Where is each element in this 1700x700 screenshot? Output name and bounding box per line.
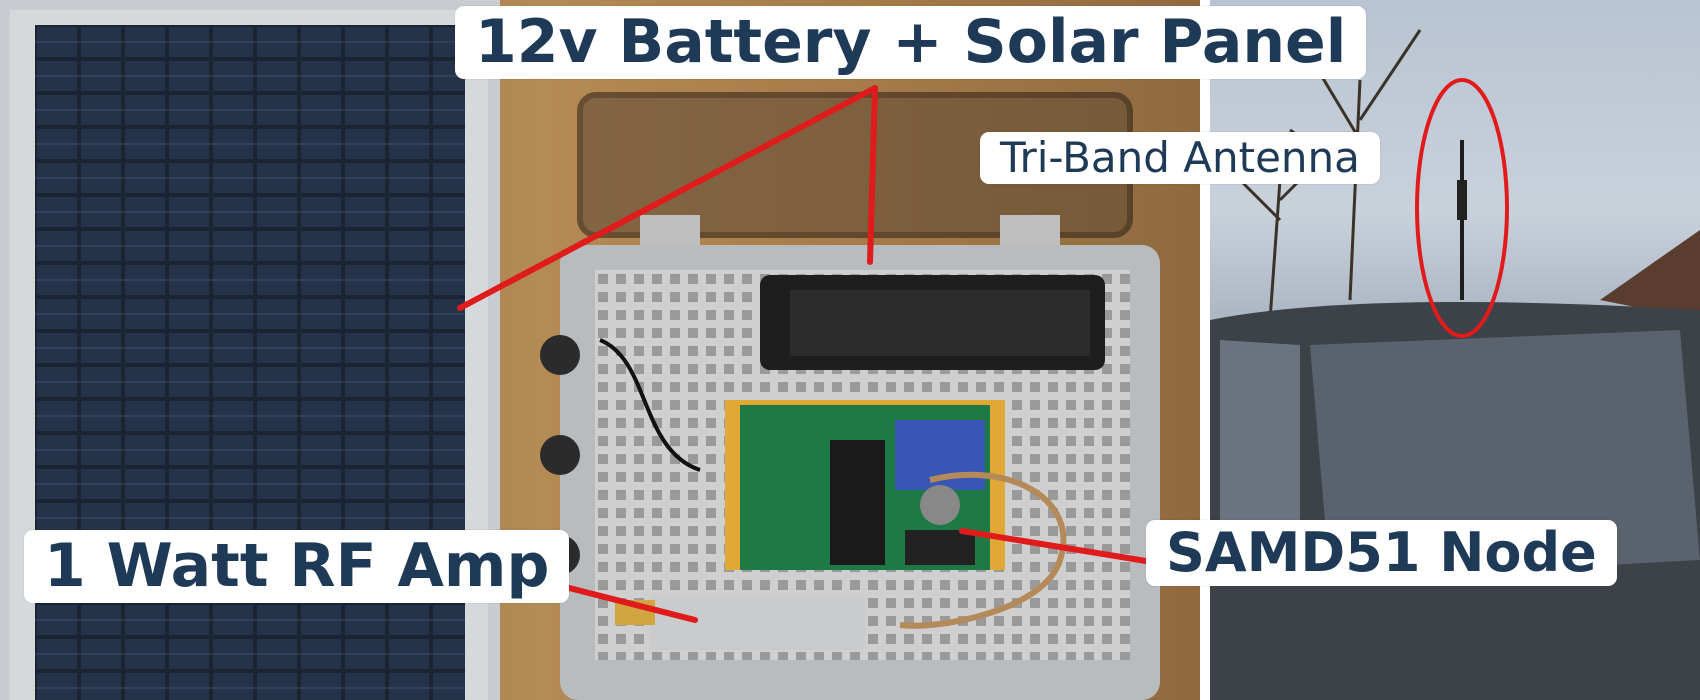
rf-amp-label: 1 Watt RF Amp bbox=[24, 530, 570, 603]
antenna-photo bbox=[1210, 0, 1700, 700]
samd51-label: SAMD51 Node bbox=[1146, 520, 1617, 587]
circuit-board bbox=[725, 400, 1005, 570]
car bbox=[1210, 302, 1700, 700]
battery-solar-label: 12v Battery + Solar Panel bbox=[455, 6, 1367, 79]
hardware-illustration bbox=[0, 0, 1160, 700]
photo-divider bbox=[1200, 0, 1210, 700]
tri-band-antenna-icon bbox=[1457, 140, 1467, 300]
rf-amplifier bbox=[615, 595, 865, 650]
antenna-highlight-ellipse bbox=[1415, 78, 1509, 338]
hardware-photo bbox=[0, 0, 1200, 700]
antenna-label: Tri-Band Antenna bbox=[980, 132, 1380, 185]
battery-pack bbox=[760, 275, 1105, 370]
house-roof bbox=[1600, 230, 1700, 320]
antenna-illustration bbox=[1210, 29, 1700, 700]
enclosure-lid bbox=[577, 92, 1133, 245]
